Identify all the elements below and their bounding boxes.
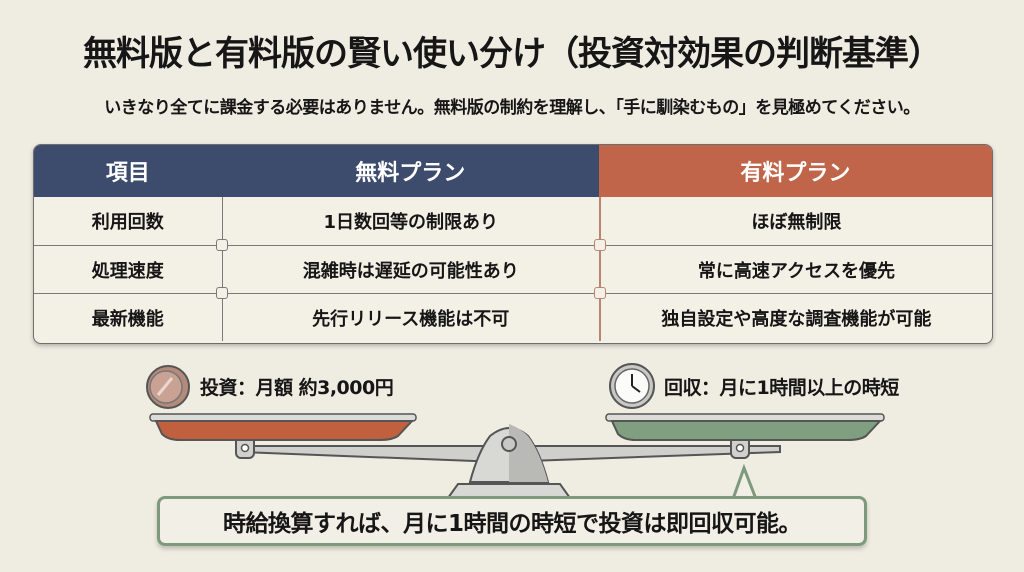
table-row: 処理速度 混雑時は遅延の可能性あり 常に高速アクセスを優先	[34, 245, 992, 293]
page-title: 無料版と有料版の賢い使い分け（投資対効果の判断基準）	[83, 34, 942, 74]
row-paid: 独自設定や高度な調査機能が可能	[598, 294, 992, 341]
investment-label: 投資：月額 約3,000円	[200, 377, 394, 399]
row-item: 処理速度	[91, 260, 164, 282]
table-header-row: 項目 無料プラン 有料プラン	[34, 145, 992, 197]
puzzle-knob	[594, 239, 606, 251]
conclusion-callout: 時給換算すれば、月に1時間の時短で投資は即回収可能。	[157, 496, 867, 546]
coin-icon	[146, 365, 190, 409]
row-item: 最新機能	[91, 308, 164, 330]
table-row: 最新機能 先行リリース機能は不可 独自設定や高度な調査機能が可能	[34, 293, 992, 341]
comparison-table: 項目 無料プラン 有料プラン 利用回数 1日数回等の制限あり ほぼ無制限 処理速…	[33, 144, 993, 344]
header-item: 項目	[34, 145, 222, 197]
row-paid: ほぼ無制限	[598, 197, 992, 245]
puzzle-knob	[216, 287, 228, 299]
row-item: 利用回数	[91, 212, 164, 233]
row-free: 1日数回等の制限あり	[221, 197, 599, 245]
header-paid-plan: 有料プラン	[598, 145, 992, 197]
row-paid: 常に高速アクセスを優先	[598, 246, 992, 293]
table-row: 利用回数 1日数回等の制限あり ほぼ無制限	[34, 197, 992, 245]
page-subtitle: いきなり全てに課金する必要はありません。無料版の制約を理解し、「手に馴染むもの」…	[104, 98, 920, 118]
row-free: 混雑時は遅延の可能性あり	[221, 246, 599, 293]
return-label: 回収：月に1時間以上の時短	[664, 377, 899, 399]
clock-icon	[609, 363, 655, 409]
puzzle-knob	[216, 239, 228, 251]
header-free-plan: 無料プラン	[221, 145, 599, 197]
row-free: 先行リリース機能は不可	[221, 294, 599, 341]
puzzle-knob	[594, 287, 606, 299]
